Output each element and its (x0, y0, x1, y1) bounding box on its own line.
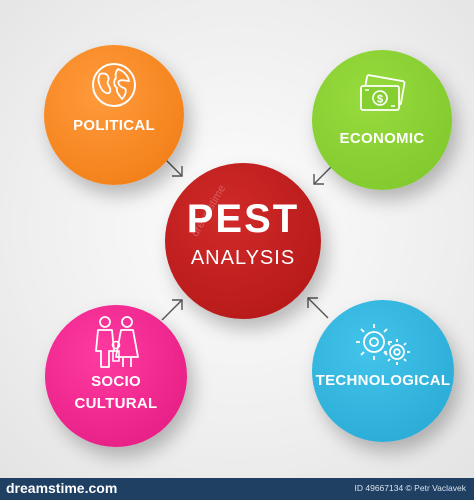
technological-node: TECHNOLOGICAL (312, 300, 454, 442)
political-node: POLITICAL (44, 45, 184, 185)
svg-text:$: $ (377, 94, 383, 106)
socio-label-line1: SOCIO (91, 373, 141, 390)
economic-node: $ ECONOMIC (312, 50, 452, 190)
center-node: PEST ANALYSIS (165, 163, 321, 319)
family-icon (95, 316, 139, 368)
gears-icon (356, 324, 410, 365)
pest-diagram: POLITICAL $ ECONOMIC PEST ANALYSIS SO (44, 45, 454, 447)
technological-label: TECHNOLOGICAL (315, 372, 451, 389)
globe-icon (92, 63, 136, 107)
footer-brand: dreamstime.com (6, 480, 118, 496)
socio-label-line2: CULTURAL (74, 395, 158, 412)
political-label: POLITICAL (73, 117, 155, 134)
center-subtitle: ANALYSIS (190, 247, 296, 269)
center-title: PEST (186, 197, 300, 241)
arrow-technological-to-center (307, 297, 329, 319)
money-icon: $ (360, 74, 406, 111)
socio-cultural-node: SOCIO CULTURAL (45, 305, 187, 447)
arrow-socio-to-center (161, 299, 183, 321)
economic-label: ECONOMIC (339, 130, 425, 147)
footer-bar: dreamstime.com ID 49667134 © Petr Vaclav… (0, 478, 474, 500)
footer-credit: ID 49667134 © Petr Vaclavek (354, 483, 466, 493)
